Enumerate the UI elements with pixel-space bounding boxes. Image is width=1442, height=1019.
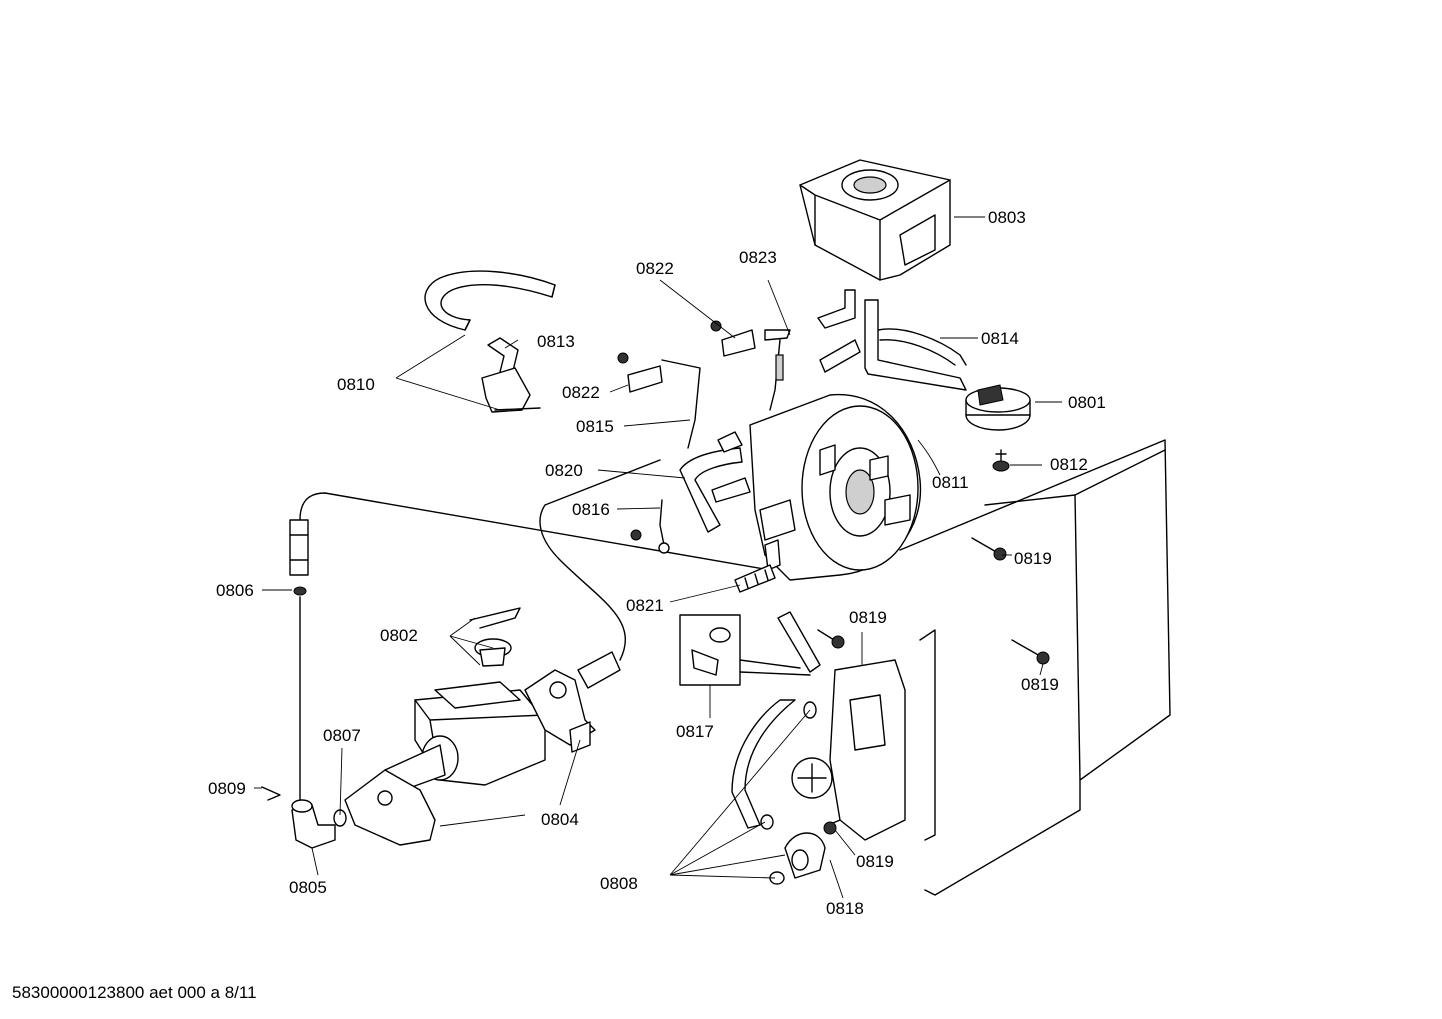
- callout-0818: 0818: [826, 899, 864, 918]
- part-0803-cover: [799, 159, 951, 281]
- callout-0802: 0802: [380, 626, 418, 645]
- callout-0807: 0807: [323, 726, 361, 745]
- callout-0804: 0804: [541, 810, 579, 829]
- part-0816-terminal: [630, 499, 670, 554]
- part-0817-clip: [679, 611, 821, 686]
- callout-0813: 0813: [537, 332, 575, 351]
- callout-0803: 0803: [988, 208, 1026, 227]
- callout-0801: 0801: [1068, 393, 1106, 412]
- callout-0811: 0811: [932, 473, 969, 492]
- part-0805-elbow: [261, 786, 347, 849]
- callout-0820: 0820: [545, 461, 583, 480]
- part-0810-hose: [424, 270, 556, 331]
- part-0808-tube-seals: [731, 699, 817, 885]
- callout-0822-upper: 0822: [636, 259, 674, 278]
- part-0814-hose: [817, 289, 967, 391]
- callout-0823: 0823: [739, 248, 777, 267]
- callout-0805: 0805: [289, 878, 327, 897]
- callout-0806: 0806: [216, 581, 254, 600]
- part-0812-nut: [992, 449, 1010, 472]
- callout-0810: 0810: [337, 375, 375, 394]
- part-0823-sensor: [764, 329, 791, 411]
- callout-0814: 0814: [981, 329, 1019, 348]
- callout-labels: 0803 0814 0801 0812 0811 0823 0822 0813 …: [208, 208, 1106, 918]
- part-0801-pressure-switch: [965, 384, 1031, 431]
- wire-harness-line: [299, 459, 771, 661]
- callout-0819-bottom: 0819: [856, 852, 894, 871]
- callout-0816: 0816: [572, 500, 610, 519]
- part-0820-tube: [679, 431, 751, 533]
- part-0822-clamps: [617, 320, 756, 449]
- callout-0809: 0809: [208, 779, 246, 798]
- document-reference: 58300000123800 aet 000 a 8/11: [12, 983, 257, 1002]
- part-0804-pump: [344, 651, 621, 846]
- callout-0819-top: 0819: [1014, 549, 1052, 568]
- chassis-panel: [899, 439, 1171, 896]
- callout-0821: 0821: [626, 596, 664, 615]
- callout-0812: 0812: [1050, 455, 1088, 474]
- callout-0808: 0808: [600, 874, 638, 893]
- callout-0819-right: 0819: [1021, 675, 1059, 694]
- callout-0815: 0815: [576, 417, 614, 436]
- callout-0819-mid: 0819: [849, 608, 887, 627]
- part-0821-connector: [734, 564, 776, 593]
- part-0802-clips: [469, 607, 521, 667]
- part-0813-elbow: [481, 337, 541, 413]
- callout-0822-lower: 0822: [562, 383, 600, 402]
- part-0811-heater-housing: [749, 393, 922, 581]
- callout-leader-lines: [254, 216, 1062, 899]
- part-0806-valve: [289, 519, 309, 801]
- part-0818-valve-body: [784, 659, 906, 879]
- callout-0817: 0817: [676, 722, 714, 741]
